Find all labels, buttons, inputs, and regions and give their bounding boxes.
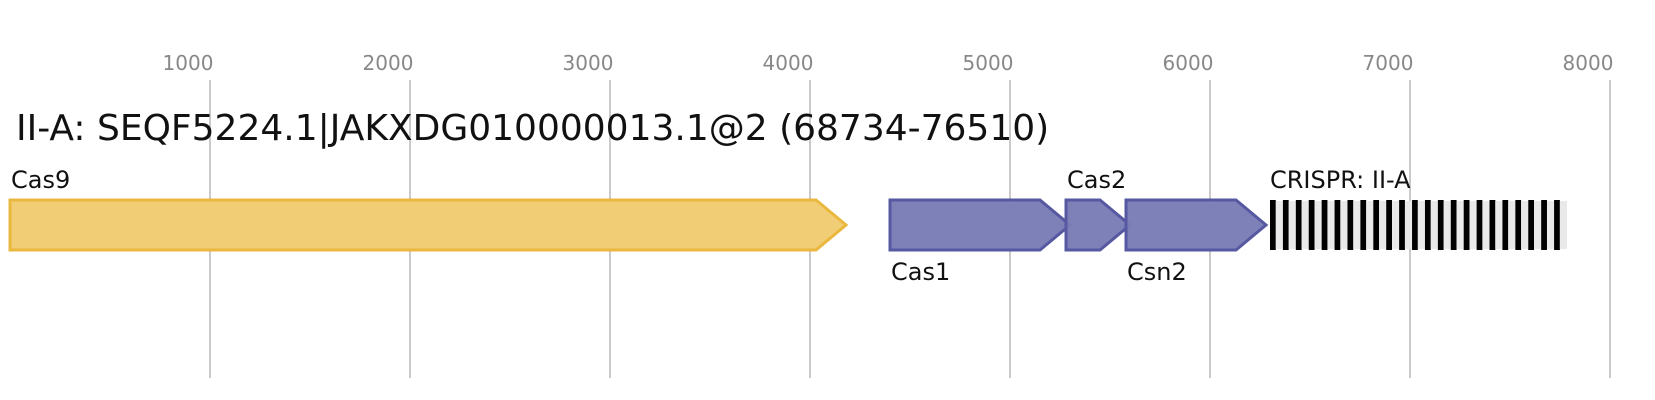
crispr-spacer [1456,201,1464,249]
crispr-repeat [1399,200,1405,250]
crispr-spacer [1534,201,1542,249]
crispr-spacer [1379,201,1387,249]
crispr-spacer [1340,201,1348,249]
gene-label-cas9: Cas9 [11,166,70,194]
crispr-repeat [1450,200,1457,250]
crispr-repeat [1412,200,1418,250]
crispr-repeat [1347,200,1354,250]
crispr-spacer [1443,201,1451,249]
tick-label: 4000 [763,51,814,75]
crispr-spacer [1508,201,1516,249]
crispr-repeat [1541,200,1547,250]
crispr-spacer [1559,201,1567,249]
gene-arrow-cas2 [1064,198,1133,252]
crispr-repeat [1308,200,1315,250]
crispr-spacer [1366,201,1374,249]
crispr-spacer [1546,201,1555,249]
crispr-spacer [1404,201,1413,249]
tick-label: 8000 [1563,51,1614,75]
tick-label: 6000 [1163,51,1214,75]
crispr-spacer [1275,201,1283,249]
crispr-spacer [1314,201,1322,249]
gene-label-cas2: Cas2 [1067,166,1126,194]
crispr-repeat [1437,200,1444,250]
crispr-repeat [1282,200,1289,250]
crispr-spacer [1482,201,1490,249]
crispr-repeat [1321,200,1328,250]
crispr-repeat [1502,200,1509,250]
crispr-spacer [1417,201,1425,249]
gene-arrow-cas9 [8,198,849,252]
crispr-repeat [1295,200,1302,250]
tick-label: 7000 [1363,51,1414,75]
crispr-spacer [1327,201,1335,249]
crispr-repeat [1424,200,1431,250]
crispr-spacer [1392,201,1400,249]
crispr-repeat [1373,200,1380,250]
crispr-spacer [1469,201,1477,249]
gene-arrow-cas1 [888,198,1073,252]
crispr-repeat [1270,200,1276,250]
crispr-spacer [1301,201,1309,249]
crispr-repeat [1515,200,1522,250]
crispr-spacer [1288,201,1296,249]
crispr-repeat [1463,200,1470,250]
crispr-repeat [1476,200,1483,250]
crispr-spacer [1353,201,1361,249]
gene-label-cas1: Cas1 [891,258,950,286]
crispr-label: CRISPR: II-A [1270,166,1411,194]
crispr-repeat [1360,200,1367,250]
crispr-repeat [1489,200,1496,250]
crispr-repeat [1334,200,1341,250]
crispr-spacer [1430,201,1438,249]
crispr-repeat [1554,200,1560,250]
crispr-repeat [1386,200,1393,250]
crispr-repeat [1528,200,1535,250]
crispr-spacer [1495,201,1503,249]
gene-arrow-csn2 [1124,198,1269,252]
locus-title: II-A: SEQF5224.1|JAKXDG010000013.1@2 (68… [16,108,1049,149]
crispr-array: CRISPR: II-A [1270,166,1567,250]
gene-label-csn2: Csn2 [1127,258,1187,286]
tick-label: 1000 [163,51,214,75]
tick-label: 3000 [563,51,614,75]
tick-label: 2000 [363,51,414,75]
tick-label: 5000 [963,51,1014,75]
crispr-spacer [1521,201,1529,249]
